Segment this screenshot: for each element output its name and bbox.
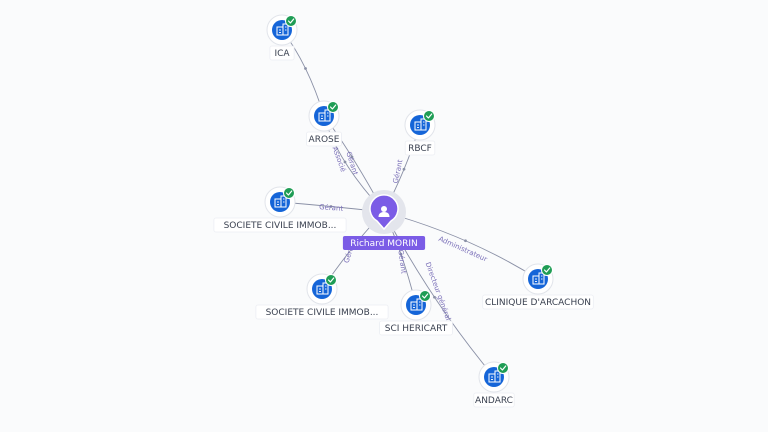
verified-check-icon: [325, 274, 337, 286]
edge-arrow: [399, 252, 403, 256]
node-label: CLINIQUE D'ARCACHON: [485, 298, 591, 308]
node-label-background: [269, 45, 295, 61]
node-hericart[interactable]: SCI HERICART: [379, 289, 453, 336]
verified-check-icon: [497, 362, 509, 374]
edge-label: Gérant: [396, 249, 407, 274]
center-label-background: [342, 236, 426, 250]
edge-arrow: [350, 155, 354, 159]
node-sci1[interactable]: SOCIETE CIVILE IMMOB...: [213, 186, 347, 233]
building-icon: [274, 195, 287, 208]
node-label: SOCIETE CIVILE IMMOB...: [224, 221, 337, 231]
node-ica[interactable]: ICA: [266, 14, 298, 61]
building-icon: [414, 118, 427, 131]
node-label-background: [379, 320, 453, 336]
edge-arrow: [464, 239, 467, 243]
verified-check-icon: [285, 15, 297, 27]
edge-arrow: [329, 205, 333, 208]
building-icon: [532, 272, 545, 285]
node-label-background: [404, 140, 436, 156]
building-icon: [276, 23, 289, 36]
edge-arrow: [433, 295, 436, 299]
verified-check-icon: [283, 187, 295, 199]
node-label-background: [213, 217, 347, 233]
node-label: AROSE: [309, 135, 340, 145]
node-label: ICA: [274, 49, 290, 59]
node-label-background: [482, 294, 594, 310]
verified-check-icon: [419, 290, 431, 302]
edge-arrow: [402, 167, 406, 171]
node-rbcf[interactable]: RBCF: [404, 109, 436, 156]
edge-label: Gérant: [392, 159, 405, 184]
node-label-background: [473, 392, 515, 408]
node-label-background: [306, 131, 342, 147]
node-label: RBCF: [408, 144, 432, 154]
node-label-background: [255, 304, 389, 320]
building-icon: [316, 282, 329, 295]
person-icon: [378, 206, 390, 217]
node-label: ANDARC: [475, 396, 513, 406]
center-node[interactable]: Richard MORIN: [342, 190, 426, 250]
edge-label: Associé: [331, 146, 348, 174]
edge-arrow: [304, 67, 307, 70]
building-icon: [488, 370, 501, 383]
verified-check-icon: [423, 110, 435, 122]
center-label: Richard MORIN: [350, 239, 418, 249]
node-label: SOCIETE CIVILE IMMOB...: [266, 308, 379, 318]
edge-arrow: [343, 160, 347, 164]
verified-check-icon: [541, 264, 553, 276]
node-andarc[interactable]: ANDARC: [473, 361, 515, 408]
nodes-layer: ICA AROSE RBCF SOCIETE CIVILE IMMOB... CLINI…: [213, 14, 594, 408]
verified-check-icon: [327, 101, 339, 113]
edge-label: Gérant: [319, 203, 344, 213]
building-icon: [410, 298, 423, 311]
building-icon: [318, 109, 331, 122]
node-arose[interactable]: AROSE: [306, 100, 342, 147]
node-label: SCI HERICART: [385, 324, 448, 334]
node-clinique[interactable]: CLINIQUE D'ARCACHON: [482, 263, 594, 310]
node-sci2[interactable]: SOCIETE CIVILE IMMOB...: [255, 273, 389, 320]
